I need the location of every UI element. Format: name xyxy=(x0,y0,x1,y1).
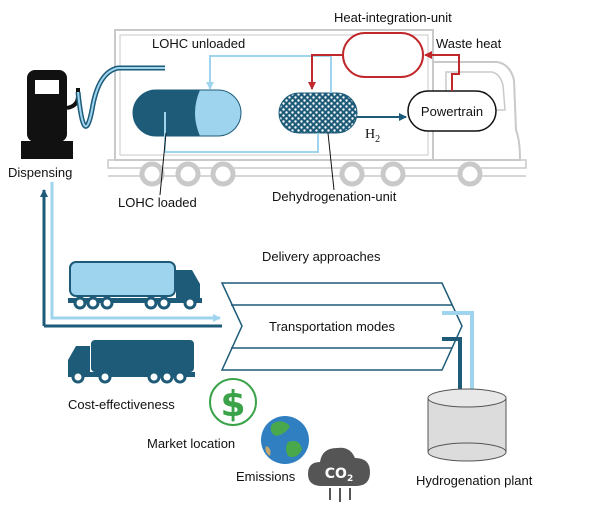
truck-flow-lines xyxy=(164,51,460,153)
hydrogenation-plant-label: Hydrogenation plant xyxy=(416,473,533,488)
transportation-modes-chevron xyxy=(220,282,463,371)
hydrogenation-plant-flow xyxy=(442,311,474,398)
dollar-symbol: $ xyxy=(220,384,245,425)
transportation-modes-label: Transportation modes xyxy=(269,319,395,334)
co2-label: CO xyxy=(325,466,347,482)
heat-integration-tank xyxy=(342,32,424,78)
lohc-loaded-label: LOHC loaded xyxy=(118,195,197,210)
truck-wheels xyxy=(139,161,483,187)
fuel-dispenser-icon xyxy=(21,70,80,159)
market-location-label: Market location xyxy=(147,436,235,451)
label-leader-lines xyxy=(159,132,335,196)
emissions-label: Emissions xyxy=(236,469,296,484)
dollar-coin-icon: $ xyxy=(209,378,257,426)
cost-effectiveness-label: Cost-effectiveness xyxy=(68,397,175,412)
waste-heat-label: Waste heat xyxy=(436,36,502,51)
delivery-return-lines xyxy=(40,182,222,328)
powertrain-label: Powertrain xyxy=(421,104,483,119)
lohc-unloaded-label: LOHC unloaded xyxy=(152,36,245,51)
co2-subscript: 2 xyxy=(347,474,353,484)
delivery-approaches-label: Delivery approaches xyxy=(262,249,381,264)
heat-integration-unit-label: Heat-integration-unit xyxy=(334,10,452,25)
hydrogenation-plant-tank xyxy=(427,388,507,462)
earth-globe-icon xyxy=(261,416,309,464)
delivery-truck-light-icon xyxy=(68,261,202,310)
dispensing-label: Dispensing xyxy=(8,165,72,180)
h2-label: H2 xyxy=(365,127,380,145)
delivery-truck-dark-icon xyxy=(68,340,195,384)
lohc-storage-tank xyxy=(132,89,242,137)
dehydrogenation-reactor xyxy=(278,92,358,134)
svg-text:CO2: CO2 xyxy=(325,466,353,484)
dehydrogenation-unit-label: Dehydrogenation-unit xyxy=(272,189,397,204)
co2-cloud-icon: CO2 xyxy=(308,447,370,502)
